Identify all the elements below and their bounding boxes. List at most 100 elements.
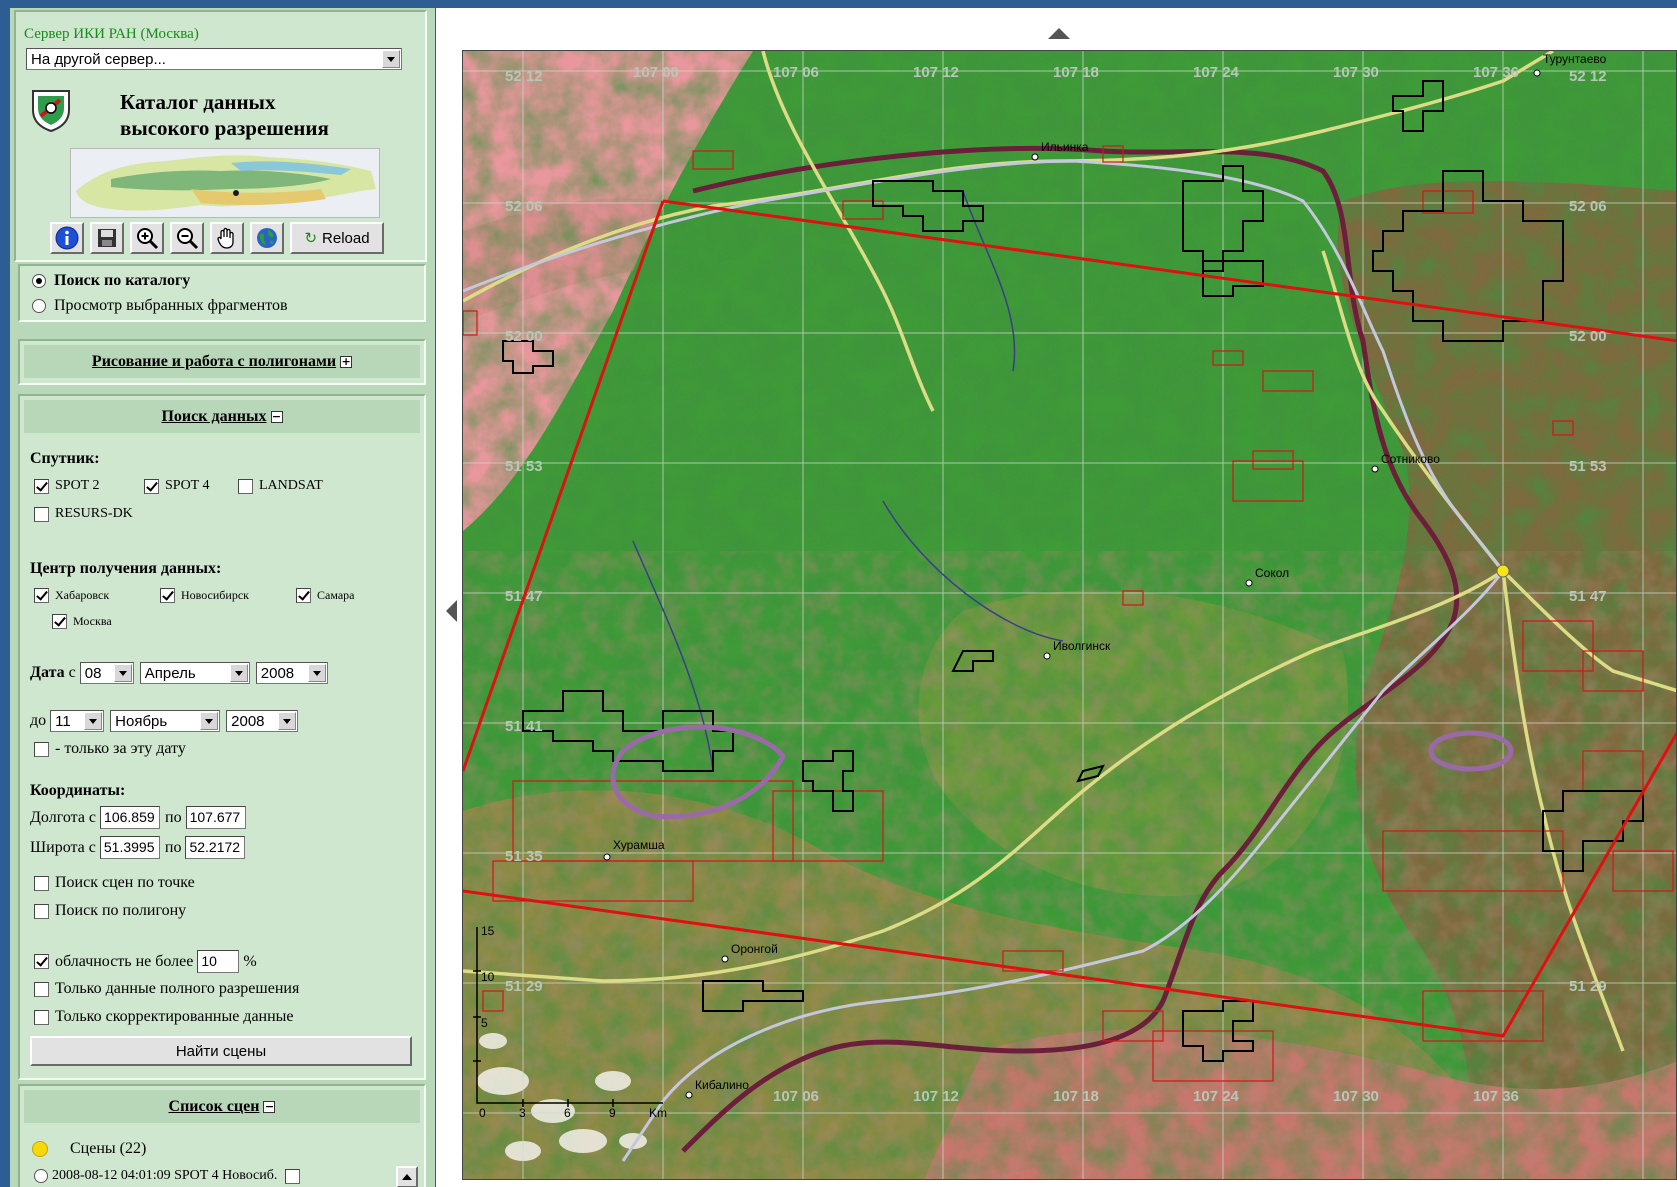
date-from-row: Дата с 08 Апрель 2008: [30, 662, 328, 684]
scene-footprints-black: [502, 80, 1644, 1062]
date-to-year-value: 2008: [231, 712, 265, 730]
search-panel: Поиск данных− Спутник: SPOT 2 SPOT 4 LAN…: [18, 394, 426, 1080]
sat-resurs-checkbox[interactable]: [34, 506, 49, 522]
center-moscow-checkbox[interactable]: [52, 614, 67, 629]
date-from-year[interactable]: 2008: [255, 662, 328, 684]
info-button[interactable]: [50, 222, 84, 254]
lat-row: Широта с 51.3995 по 52.2172: [30, 836, 246, 859]
scene-item-checkbox[interactable]: [285, 1168, 301, 1184]
date-to-day[interactable]: 11: [50, 710, 105, 732]
zoom-out-button[interactable]: [170, 222, 204, 254]
center-novosibirsk-checkbox[interactable]: [160, 588, 175, 603]
expand-icon[interactable]: +: [340, 355, 353, 369]
corrected-option[interactable]: Только скорректированные данные: [34, 1008, 294, 1026]
search-header[interactable]: Поиск данных−: [24, 400, 420, 433]
point-search-checkbox[interactable]: [34, 875, 49, 891]
cloud-input[interactable]: 10: [197, 950, 240, 973]
reload-icon: ↻: [304, 229, 318, 247]
sat-spot4-checkbox[interactable]: [144, 478, 159, 494]
point-search-option[interactable]: Поиск сцен по точке: [34, 874, 195, 892]
server-select-value: На другой сервер...: [31, 50, 166, 68]
collapse-icon[interactable]: −: [263, 1100, 276, 1114]
scenes-count: Сцены (22): [32, 1140, 146, 1158]
sat-resurs[interactable]: RESURS-DK: [34, 506, 133, 522]
lon-label: 107 12: [913, 64, 959, 81]
lat-to-input[interactable]: 52.2172: [185, 836, 246, 859]
pan-button[interactable]: [210, 222, 244, 254]
lat-label-east: 52 06: [1569, 198, 1607, 215]
mode-fragments-option[interactable]: Просмотр выбранных фрагментов: [32, 297, 288, 315]
globe-button[interactable]: [250, 222, 284, 254]
satellite-map[interactable]: Ильинка Сотниково Сокол Иволгинск Хурамш…: [462, 50, 1677, 1180]
center-moscow[interactable]: Москва: [52, 614, 112, 629]
lat-label-east: 51 47: [1569, 588, 1607, 605]
lat-label: 51 47: [505, 588, 543, 605]
find-scenes-button[interactable]: Найти сцены: [30, 1036, 412, 1066]
study-area-outline: [463, 199, 1676, 1038]
center-khabarovsk-checkbox[interactable]: [34, 588, 49, 603]
date-to-month[interactable]: Ноябрь: [110, 710, 221, 732]
sat-spot2[interactable]: SPOT 2: [34, 478, 99, 494]
scene-item[interactable]: 2008-08-12 04:01:09 SPOT 4 Новосиб.: [34, 1168, 306, 1184]
lon-from-input[interactable]: 106.859: [100, 806, 161, 829]
date-to-year[interactable]: 2008: [226, 710, 299, 732]
corrected-checkbox[interactable]: [34, 1009, 49, 1025]
drawing-title: Рисование и работа с полигонами: [91, 353, 337, 370]
map-panel: Ильинка Сотниково Сокол Иволгинск Хурамш…: [436, 8, 1677, 1187]
date-from-month[interactable]: Апрель: [139, 662, 250, 684]
sat-resurs-label: RESURS-DK: [55, 506, 133, 521]
date-from-day[interactable]: 08: [79, 662, 134, 684]
polygon-search-option[interactable]: Поиск по полигону: [34, 902, 186, 920]
sat-landsat-checkbox[interactable]: [238, 478, 253, 494]
zoom-in-icon: [137, 228, 159, 250]
pan-left-icon[interactable]: [446, 600, 457, 622]
sat-spot2-label: SPOT 2: [55, 478, 100, 493]
collapse-icon[interactable]: −: [270, 410, 283, 424]
info-icon: [55, 226, 79, 250]
pan-up-icon[interactable]: [1048, 28, 1070, 39]
center-samara[interactable]: Самара: [296, 588, 355, 603]
only-date-checkbox[interactable]: [34, 741, 49, 757]
scroll-up-button[interactable]: [396, 1166, 418, 1187]
drawing-panel: Рисование и работа с полигонами+: [18, 339, 426, 385]
server-label: Сервер ИКИ РАН (Москва): [24, 26, 199, 42]
polygon-search-checkbox[interactable]: [34, 903, 49, 919]
full-res-checkbox[interactable]: [34, 981, 49, 997]
center-samara-checkbox[interactable]: [296, 588, 311, 603]
cloud-row: облачность не более 10 %: [34, 950, 257, 973]
scale-tick: 15: [481, 924, 495, 938]
save-button[interactable]: [90, 222, 124, 254]
sat-spot4[interactable]: SPOT 4: [144, 478, 209, 494]
zoom-in-button[interactable]: [130, 222, 164, 254]
full-res-label: Только данные полного разрешения: [55, 980, 300, 997]
reload-button[interactable]: ↻ Reload: [290, 222, 384, 254]
drawing-header[interactable]: Рисование и работа с полигонами+: [24, 345, 420, 378]
mode-catalog-option[interactable]: Поиск по каталогу: [32, 272, 190, 290]
center-khabarovsk[interactable]: Хабаровск: [34, 588, 109, 603]
lat-label: 51 29: [505, 978, 543, 995]
lat-label-east: 51 53: [1569, 458, 1607, 475]
mode-catalog-radio[interactable]: [32, 274, 46, 288]
mode-fragments-radio[interactable]: [32, 299, 46, 313]
server-select[interactable]: На другой сервер...: [26, 48, 402, 70]
sat-spot2-checkbox[interactable]: [34, 478, 49, 494]
server-panel: Сервер ИКИ РАН (Москва) На другой сервер…: [14, 10, 427, 262]
scale-tick: 10: [481, 970, 495, 984]
full-res-option[interactable]: Только данные полного разрешения: [34, 980, 299, 998]
only-date-option[interactable]: - только за эту дату: [34, 740, 186, 758]
lon-to-input[interactable]: 107.677: [185, 806, 246, 829]
zoom-out-icon: [177, 228, 199, 250]
lon-label-south: 107 30: [1333, 1088, 1379, 1105]
overview-map[interactable]: [70, 148, 380, 218]
scenes-header[interactable]: Список сцен−: [24, 1090, 420, 1123]
scene-item-radio[interactable]: [34, 1169, 48, 1183]
scale-tick: 3: [519, 1106, 526, 1120]
lon-po: по: [165, 808, 182, 826]
center-novosibirsk[interactable]: Новосибирск: [160, 588, 249, 603]
date-to-month-value: Ноябрь: [115, 712, 168, 730]
satellite-label: Спутник:: [30, 450, 100, 467]
lat-label-east: 52 00: [1569, 328, 1607, 345]
cloud-checkbox[interactable]: [34, 954, 49, 969]
lat-from-input[interactable]: 51.3995: [99, 836, 160, 859]
sat-landsat[interactable]: LANDSAT: [238, 478, 323, 494]
